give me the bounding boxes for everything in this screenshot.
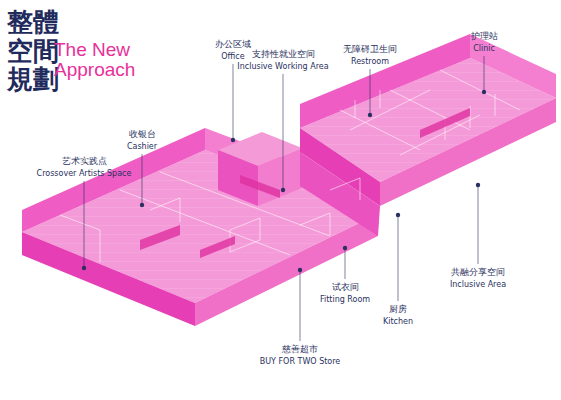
area-name-cn: 办公区域 [215,40,251,50]
area-name-cn: 艺术实践点 [62,157,107,167]
area-name-en: BUY FOR TWO Store [260,357,341,366]
area-name-cn: 护理站 [471,32,498,42]
area-name-cn: 收银台 [129,130,156,140]
leader-lines [84,56,484,341]
area-name-en: Inclusive Area [450,280,506,289]
area-name-cn: 厨房 [389,305,407,315]
subtitle: The New Approach [54,40,154,80]
area-name-en: Inclusive Working Area [237,62,328,71]
area-name-cn: 试衣间 [332,283,359,293]
area-name-en: Office [221,52,244,61]
area-name-cn: 慈善超市 [282,345,318,355]
area-name-en: Fitting Room [320,295,370,304]
area-name-cn: 无障碍卫生间 [343,45,397,55]
area-name-en: Kitchen [383,317,413,326]
callout-dots [82,90,486,272]
area-name-cn: 共融分享空间 [451,268,505,278]
area-name-en: Restroom [351,57,389,66]
title: 整體空間規劃 [7,8,59,94]
area-name-en: Clinic [473,44,495,53]
area-name-en: Cashier [127,142,157,151]
area-name-en: Crossover Artists Space [37,169,132,178]
area-name-cn: 支持性就业空间 [252,50,315,60]
